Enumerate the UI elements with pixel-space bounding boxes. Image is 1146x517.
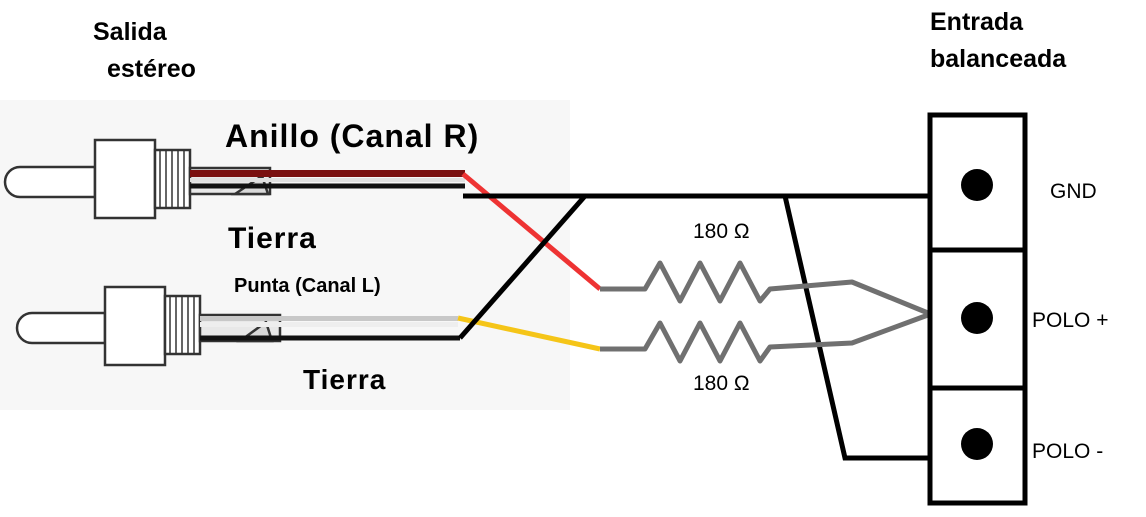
pos-terminal-label: POLO +: [1032, 309, 1109, 332]
resistor-top-value: 180 Ω: [693, 220, 750, 243]
resistor-top: [600, 260, 929, 316]
resistor-bottom: [600, 312, 929, 364]
resistor-bottom-value: 180 Ω: [693, 372, 750, 395]
bottom-cable-gray-stripe: [200, 316, 458, 321]
bottom-cable-white-stripe: [200, 322, 458, 327]
terminal-pos-screw: [961, 302, 993, 334]
neg-terminal-label: POLO -: [1032, 440, 1104, 463]
tip-channel-label: Punta (Canal L): [234, 275, 381, 297]
ring-channel-label: Anillo (Canal R): [225, 118, 480, 154]
top-cable-ring-stripe: [190, 170, 465, 177]
terminal-gnd-screw: [961, 169, 993, 201]
right-header-line1: Entrada: [930, 8, 1024, 36]
ground-cross-wire: [458, 194, 587, 340]
polo-minus-wire: [782, 195, 930, 461]
ring-wire-red: [461, 172, 602, 291]
top-cable-white-stripe: [190, 178, 465, 182]
right-header-line2: balanceada: [930, 45, 1067, 73]
bottom-ground-label: Tierra: [303, 364, 387, 395]
terminal-neg-screw: [961, 428, 993, 460]
top-ground-label: Tierra: [228, 222, 317, 255]
left-header-line2: estéreo: [107, 55, 196, 83]
gnd-terminal-label: GND: [1050, 180, 1097, 203]
tip-wire-yellow: [457, 315, 601, 352]
left-header-line1: Salida: [93, 18, 167, 46]
